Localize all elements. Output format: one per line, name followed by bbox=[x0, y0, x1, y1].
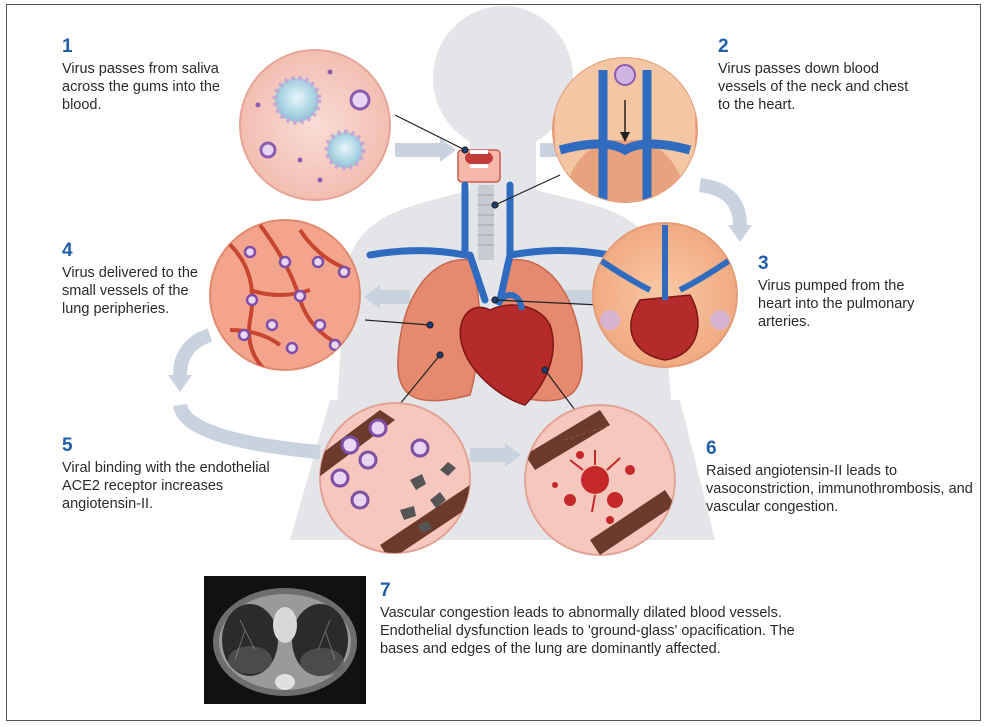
step-4: 4 Virus delivered to the small vessels o… bbox=[62, 240, 212, 318]
step-5: 5 Viral binding with the endothelial ACE… bbox=[62, 435, 287, 513]
step-6: 6 Raised angiotensin-II leads to vasocon… bbox=[706, 438, 976, 516]
step-3: 3 Virus pumped from the heart into the p… bbox=[758, 253, 938, 331]
illustration-saliva-virus bbox=[240, 50, 390, 200]
step-1: 1 Virus passes from saliva across the gu… bbox=[62, 36, 242, 114]
step-number: 7 bbox=[380, 580, 825, 602]
step-text: Viral binding with the endothelial ACE2 … bbox=[62, 459, 287, 513]
step-text: Vascular congestion leads to abnormally … bbox=[380, 604, 825, 658]
step-number: 6 bbox=[706, 438, 976, 460]
step-number: 4 bbox=[62, 240, 212, 262]
step-number: 1 bbox=[62, 36, 242, 58]
step-text: Virus delivered to the small vessels of … bbox=[62, 264, 212, 318]
step-text: Raised angiotensin-II leads to vasoconst… bbox=[706, 462, 976, 516]
step-number: 3 bbox=[758, 253, 938, 275]
illustration-neck-vessels bbox=[553, 55, 697, 215]
step-text: Virus passes down blood vessels of the n… bbox=[718, 60, 918, 114]
illustration-pulmonary-arteries bbox=[593, 223, 737, 367]
step-7: 7 Vascular congestion leads to abnormall… bbox=[380, 580, 825, 658]
step-2: 2 Virus passes down blood vessels of the… bbox=[718, 36, 918, 114]
step-number: 2 bbox=[718, 36, 918, 58]
step-text: Virus pumped from the heart into the pul… bbox=[758, 277, 938, 331]
ct-scan-image bbox=[204, 576, 366, 704]
illustration-lung-periphery bbox=[210, 220, 360, 370]
step-text: Virus passes from saliva across the gums… bbox=[62, 60, 242, 114]
illustration-immunothrombosis bbox=[525, 405, 675, 555]
step-number: 5 bbox=[62, 435, 287, 457]
